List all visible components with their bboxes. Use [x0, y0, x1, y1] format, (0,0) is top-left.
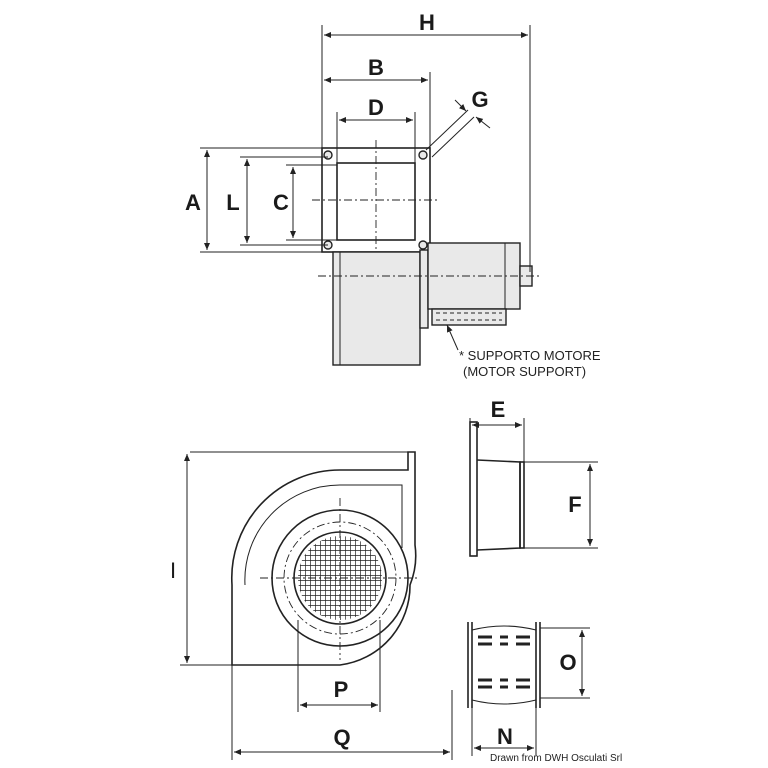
dim-label-f: F: [568, 492, 581, 517]
drawing-credit: Drawn from DWH Osculati Srl: [490, 753, 622, 764]
front-dimension-lines: [180, 454, 453, 760]
dim-label-o: O: [559, 650, 576, 675]
front-view: [190, 451, 420, 666]
fan-housing: [332, 251, 421, 366]
dim-label-i: I: [170, 558, 176, 583]
dim-label-b: B: [368, 55, 384, 80]
dim-label-h: H: [419, 10, 435, 35]
top-view: [312, 140, 542, 366]
dim-label-d: D: [368, 95, 384, 120]
dim-label-q: Q: [333, 725, 350, 750]
dim-label-p: P: [334, 677, 349, 702]
motor-support-note-it: * SUPPORTO MOTORE: [459, 348, 601, 363]
dim-label-e: E: [491, 397, 506, 422]
dim-label-n: N: [497, 724, 513, 749]
dim-label-l: L: [226, 190, 239, 215]
dim-label-g: G: [471, 87, 488, 112]
outlet-view: [467, 622, 590, 756]
dim-label-a: A: [185, 190, 201, 215]
side-view: [469, 418, 598, 557]
top-dimension-lines: [200, 25, 531, 272]
dim-label-c: C: [273, 190, 289, 215]
motor-support: [431, 308, 507, 326]
motor-support-note-en: (MOTOR SUPPORT): [463, 364, 586, 379]
